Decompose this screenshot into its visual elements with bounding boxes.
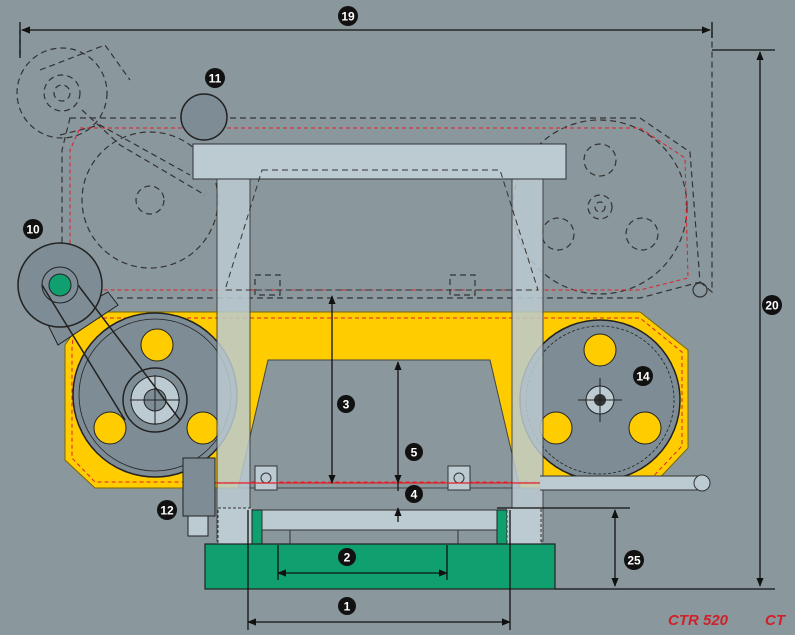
- model-label-b: CT: [765, 612, 785, 629]
- work-table: [217, 507, 542, 545]
- motor-unit: [17, 242, 181, 421]
- blade-guides: [254, 465, 471, 491]
- callout-14: 14: [633, 366, 653, 386]
- callout-11: 11: [205, 68, 225, 88]
- callout-19: 19: [338, 6, 358, 26]
- frame: [192, 143, 567, 542]
- coolant-pump: [180, 93, 228, 141]
- callout-3: 3: [337, 395, 355, 413]
- callout-25: 25: [624, 550, 644, 570]
- raised-blade-line: [69, 127, 689, 291]
- dimension-lines: [19, 22, 775, 630]
- rod-knob: [693, 474, 711, 492]
- raised-drive-hub: [692, 282, 708, 298]
- callout-20: 20: [762, 295, 782, 315]
- model-label-a: CTR 520: [668, 612, 729, 629]
- left-wheel: [72, 312, 238, 478]
- callout-19-label: 19: [341, 10, 355, 24]
- control-box: [182, 457, 216, 517]
- callout-10-label: 10: [26, 223, 40, 237]
- callout-14-label: 14: [636, 370, 650, 384]
- right-wheel: [519, 319, 681, 481]
- machine-base: [204, 543, 556, 590]
- callout-3-label: 3: [343, 398, 350, 412]
- callout-12: 12: [157, 500, 177, 520]
- callout-11-label: 11: [209, 72, 222, 86]
- callout-25-label: 25: [627, 554, 641, 568]
- callout-20-label: 20: [765, 299, 779, 313]
- callout-4-label: 4: [411, 488, 418, 502]
- guide-arm-rod: [540, 475, 701, 491]
- callout-2-label: 2: [344, 551, 351, 565]
- callout-5-label: 5: [411, 446, 418, 460]
- callout-5: 5: [405, 443, 423, 461]
- callout-12-label: 12: [160, 504, 174, 518]
- callout-1-label: 1: [344, 600, 351, 614]
- lower-blade-line: [71, 317, 683, 483]
- callout-10: 10: [23, 219, 43, 239]
- callout-4: 4: [405, 485, 423, 503]
- callout-2: 2: [338, 548, 356, 566]
- callout-1: 1: [338, 597, 356, 615]
- control-box-plug: [187, 515, 209, 537]
